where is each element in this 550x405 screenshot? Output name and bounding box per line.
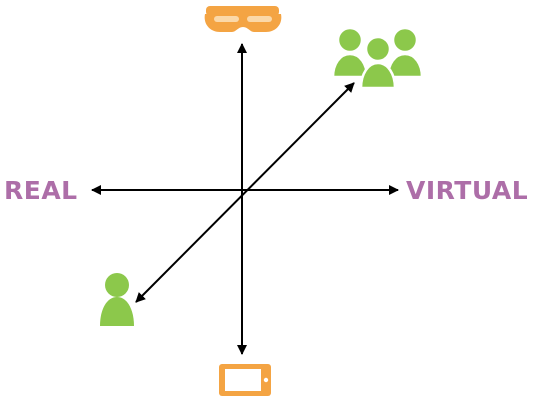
person-left bbox=[331, 26, 369, 79]
single-person-icon bbox=[100, 273, 134, 326]
axes bbox=[91, 43, 399, 355]
person-right bbox=[386, 26, 424, 79]
vr-headset-icon bbox=[204, 6, 282, 32]
tablet-icon bbox=[219, 364, 271, 396]
person-center bbox=[359, 35, 397, 90]
group-of-people-icon bbox=[331, 26, 424, 90]
virtual-label: VIRTUAL bbox=[406, 176, 529, 205]
diagonal-axis bbox=[135, 82, 355, 303]
real-label: REAL bbox=[4, 176, 78, 205]
